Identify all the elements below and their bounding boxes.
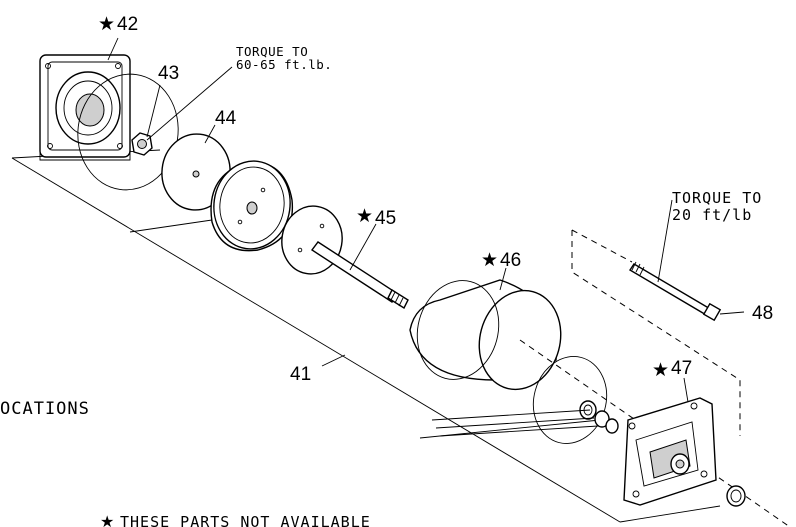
tie-rod-box [571,229,741,436]
tie-rods [431,409,599,437]
callout-47: 47 [671,358,692,379]
piston-cup [210,160,294,252]
callout-46: 46 [500,250,521,271]
callout-43: 43 [158,63,179,84]
callout-48: 48 [752,303,773,324]
callout-44: 44 [215,108,237,129]
part-43-nut [131,132,153,156]
torque-note-rod-line2: 20 ft/lb [672,206,752,224]
part-48-tie-rod [629,261,722,322]
part-42-flange [39,54,131,161]
star-icon: ★ [98,14,115,35]
callout-45: 45 [375,208,396,229]
star-icon: ★ [100,514,114,527]
locations-label: OCATIONS [0,399,90,419]
leader-lines [107,37,745,403]
star-icon: ★ [481,250,498,271]
torque-note-rod-line1: TORQUE TO [672,189,762,207]
part-45-shaft [310,241,409,310]
o-ring-back [532,356,608,444]
torque-note-nut-line1: TORQUE TO [236,44,308,59]
callout-42: 42 [117,14,138,35]
legend-note: THESE PARTS NOT AVAILABLE [120,513,371,527]
torque-note-nut-line2: 60-65 ft.lb. [236,57,332,72]
part-46-cylinder [409,279,562,391]
star-icon: ★ [652,360,669,381]
part-47-end-cap [623,397,717,506]
end-seal [726,485,746,507]
small-seals [579,400,619,434]
o-ring-front [77,73,179,191]
star-icon: ★ [356,206,373,227]
callout-41: 41 [290,364,311,385]
